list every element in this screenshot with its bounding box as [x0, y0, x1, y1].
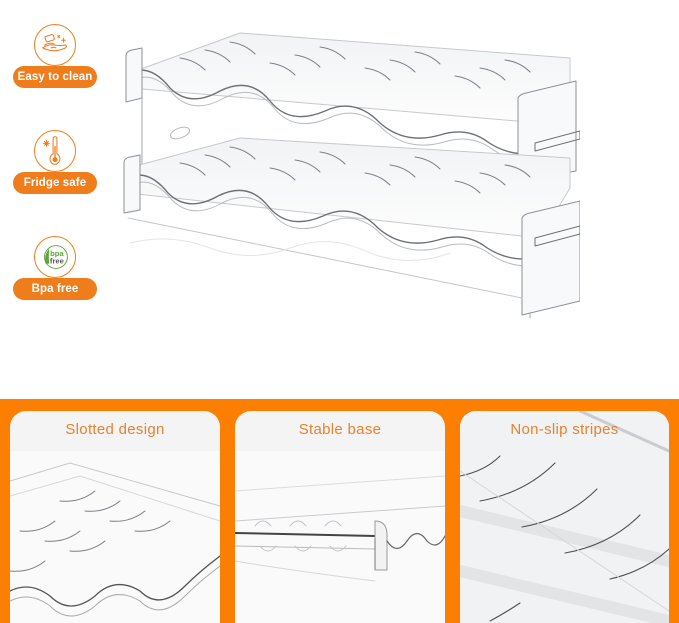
thermometer-snowflake-icon [34, 130, 76, 172]
feature-photo-slotted-design [10, 451, 220, 623]
feature-title: Slotted design [65, 421, 165, 438]
badge-label: Fridge safe [13, 172, 97, 194]
feature-photo-stable-base [235, 451, 445, 623]
feature-card-non-slip-stripes: Non-slip stripes [460, 411, 669, 623]
badge-label: Easy to clean [13, 66, 97, 88]
hero-section: Easy to clean Fridge safe bpa free [13, 24, 581, 358]
badge-label: Bpa free [13, 278, 97, 300]
feature-photo-non-slip-stripes [460, 411, 669, 623]
product-image-wine-rack [110, 28, 581, 358]
feature-card-stable-base: Stable base [235, 411, 445, 623]
bpa-free-leaf-icon: bpa free [34, 236, 76, 278]
bpa-text: bpa [50, 249, 64, 258]
feature-card-slotted-design: Slotted design [10, 411, 220, 623]
feature-title: Non-slip stripes [510, 421, 619, 438]
free-text: free [50, 257, 64, 266]
features-band: Slotted design Stable base [0, 399, 679, 623]
feature-title: Stable base [298, 421, 382, 438]
hand-washing-icon [34, 24, 76, 66]
